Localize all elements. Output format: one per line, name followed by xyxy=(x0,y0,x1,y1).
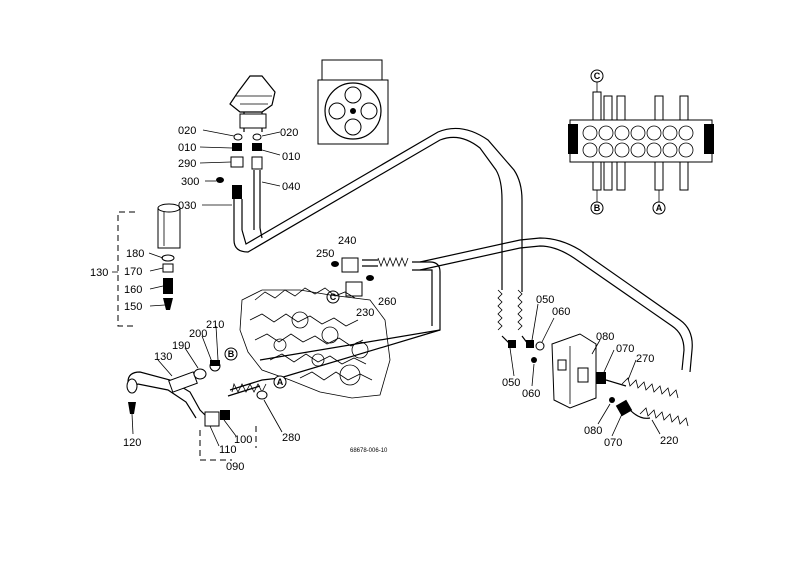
part-label-010-left: 010 xyxy=(178,142,196,154)
control-valve-block xyxy=(568,82,714,202)
part-labels: 020 020 010 010 290 300 030 040 180 130 … xyxy=(90,125,678,473)
upper-pipe-run xyxy=(233,127,523,292)
part-label-270: 270 xyxy=(636,353,654,365)
part-label-100: 100 xyxy=(234,434,252,446)
part-label-260: 260 xyxy=(378,296,396,308)
part-label-190: 190 xyxy=(172,340,190,352)
mid-connector-a: A xyxy=(273,375,287,389)
top-leaders xyxy=(199,129,281,206)
top-connector-c: C xyxy=(590,69,604,83)
part-label-080-lower: 080 xyxy=(584,425,602,437)
part-label-200: 200 xyxy=(189,328,207,340)
part-label-050-upper: 050 xyxy=(536,294,554,306)
part-label-020-left: 020 xyxy=(178,125,196,137)
part-label-090: 090 xyxy=(226,461,244,473)
steering-valve-head xyxy=(229,75,276,132)
part-label-050-lower: 050 xyxy=(502,377,520,389)
part-label-120: 120 xyxy=(123,437,141,449)
part-label-030: 030 xyxy=(178,200,196,212)
connector-label: A xyxy=(656,203,663,213)
part-label-020-right: 020 xyxy=(280,127,298,139)
part-label-130-filter: 130 xyxy=(90,267,108,279)
part-label-160: 160 xyxy=(124,284,142,296)
part-label-230: 230 xyxy=(356,307,374,319)
motor-top-view xyxy=(317,59,389,145)
part-label-010-right: 010 xyxy=(282,151,300,163)
lower-left-pipes xyxy=(126,329,441,461)
part-label-150: 150 xyxy=(124,301,142,313)
drawing-number: 68678-006-10 xyxy=(350,448,388,454)
part-label-110: 110 xyxy=(219,444,237,456)
part-label-040: 040 xyxy=(282,181,300,193)
top-connector-a: A xyxy=(652,201,666,215)
connector-label: A xyxy=(277,377,284,387)
part-label-130-pipe: 130 xyxy=(154,351,172,363)
top-connector-b: B xyxy=(590,201,604,215)
part-label-210: 210 xyxy=(206,319,224,331)
connector-label: B xyxy=(228,349,235,359)
connector-label: B xyxy=(594,203,601,213)
part-label-170: 170 xyxy=(124,266,142,278)
right-hoses xyxy=(497,289,689,427)
part-label-240: 240 xyxy=(338,235,356,247)
middle-pipe-run xyxy=(259,237,693,373)
part-label-300: 300 xyxy=(181,176,199,188)
part-label-250: 250 xyxy=(316,248,334,260)
mid-connector-b: B xyxy=(224,347,238,361)
part-label-280: 280 xyxy=(282,432,300,444)
part-label-220: 220 xyxy=(660,435,678,447)
left-fitting-stack xyxy=(230,133,244,240)
lower-left-leaders xyxy=(131,325,283,447)
part-label-290: 290 xyxy=(178,158,196,170)
part-label-080-upper: 080 xyxy=(596,331,614,343)
right-leaders xyxy=(509,303,661,437)
tee-fitting xyxy=(331,256,409,297)
part-label-070-upper: 070 xyxy=(616,343,634,355)
filter-assembly xyxy=(117,203,181,327)
part-label-180: 180 xyxy=(126,248,144,260)
mid-connector-c: C xyxy=(326,290,340,304)
transmission-housing xyxy=(239,287,391,399)
part-label-070-lower: 070 xyxy=(604,437,622,449)
part-label-060-lower: 060 xyxy=(522,388,540,400)
filter-leaders xyxy=(112,252,166,307)
connector-label: C xyxy=(330,292,337,302)
right-fitting-stack xyxy=(251,133,263,230)
part-label-060-upper: 060 xyxy=(552,306,570,318)
part-300-washer xyxy=(216,177,224,183)
connector-label: C xyxy=(594,71,601,81)
